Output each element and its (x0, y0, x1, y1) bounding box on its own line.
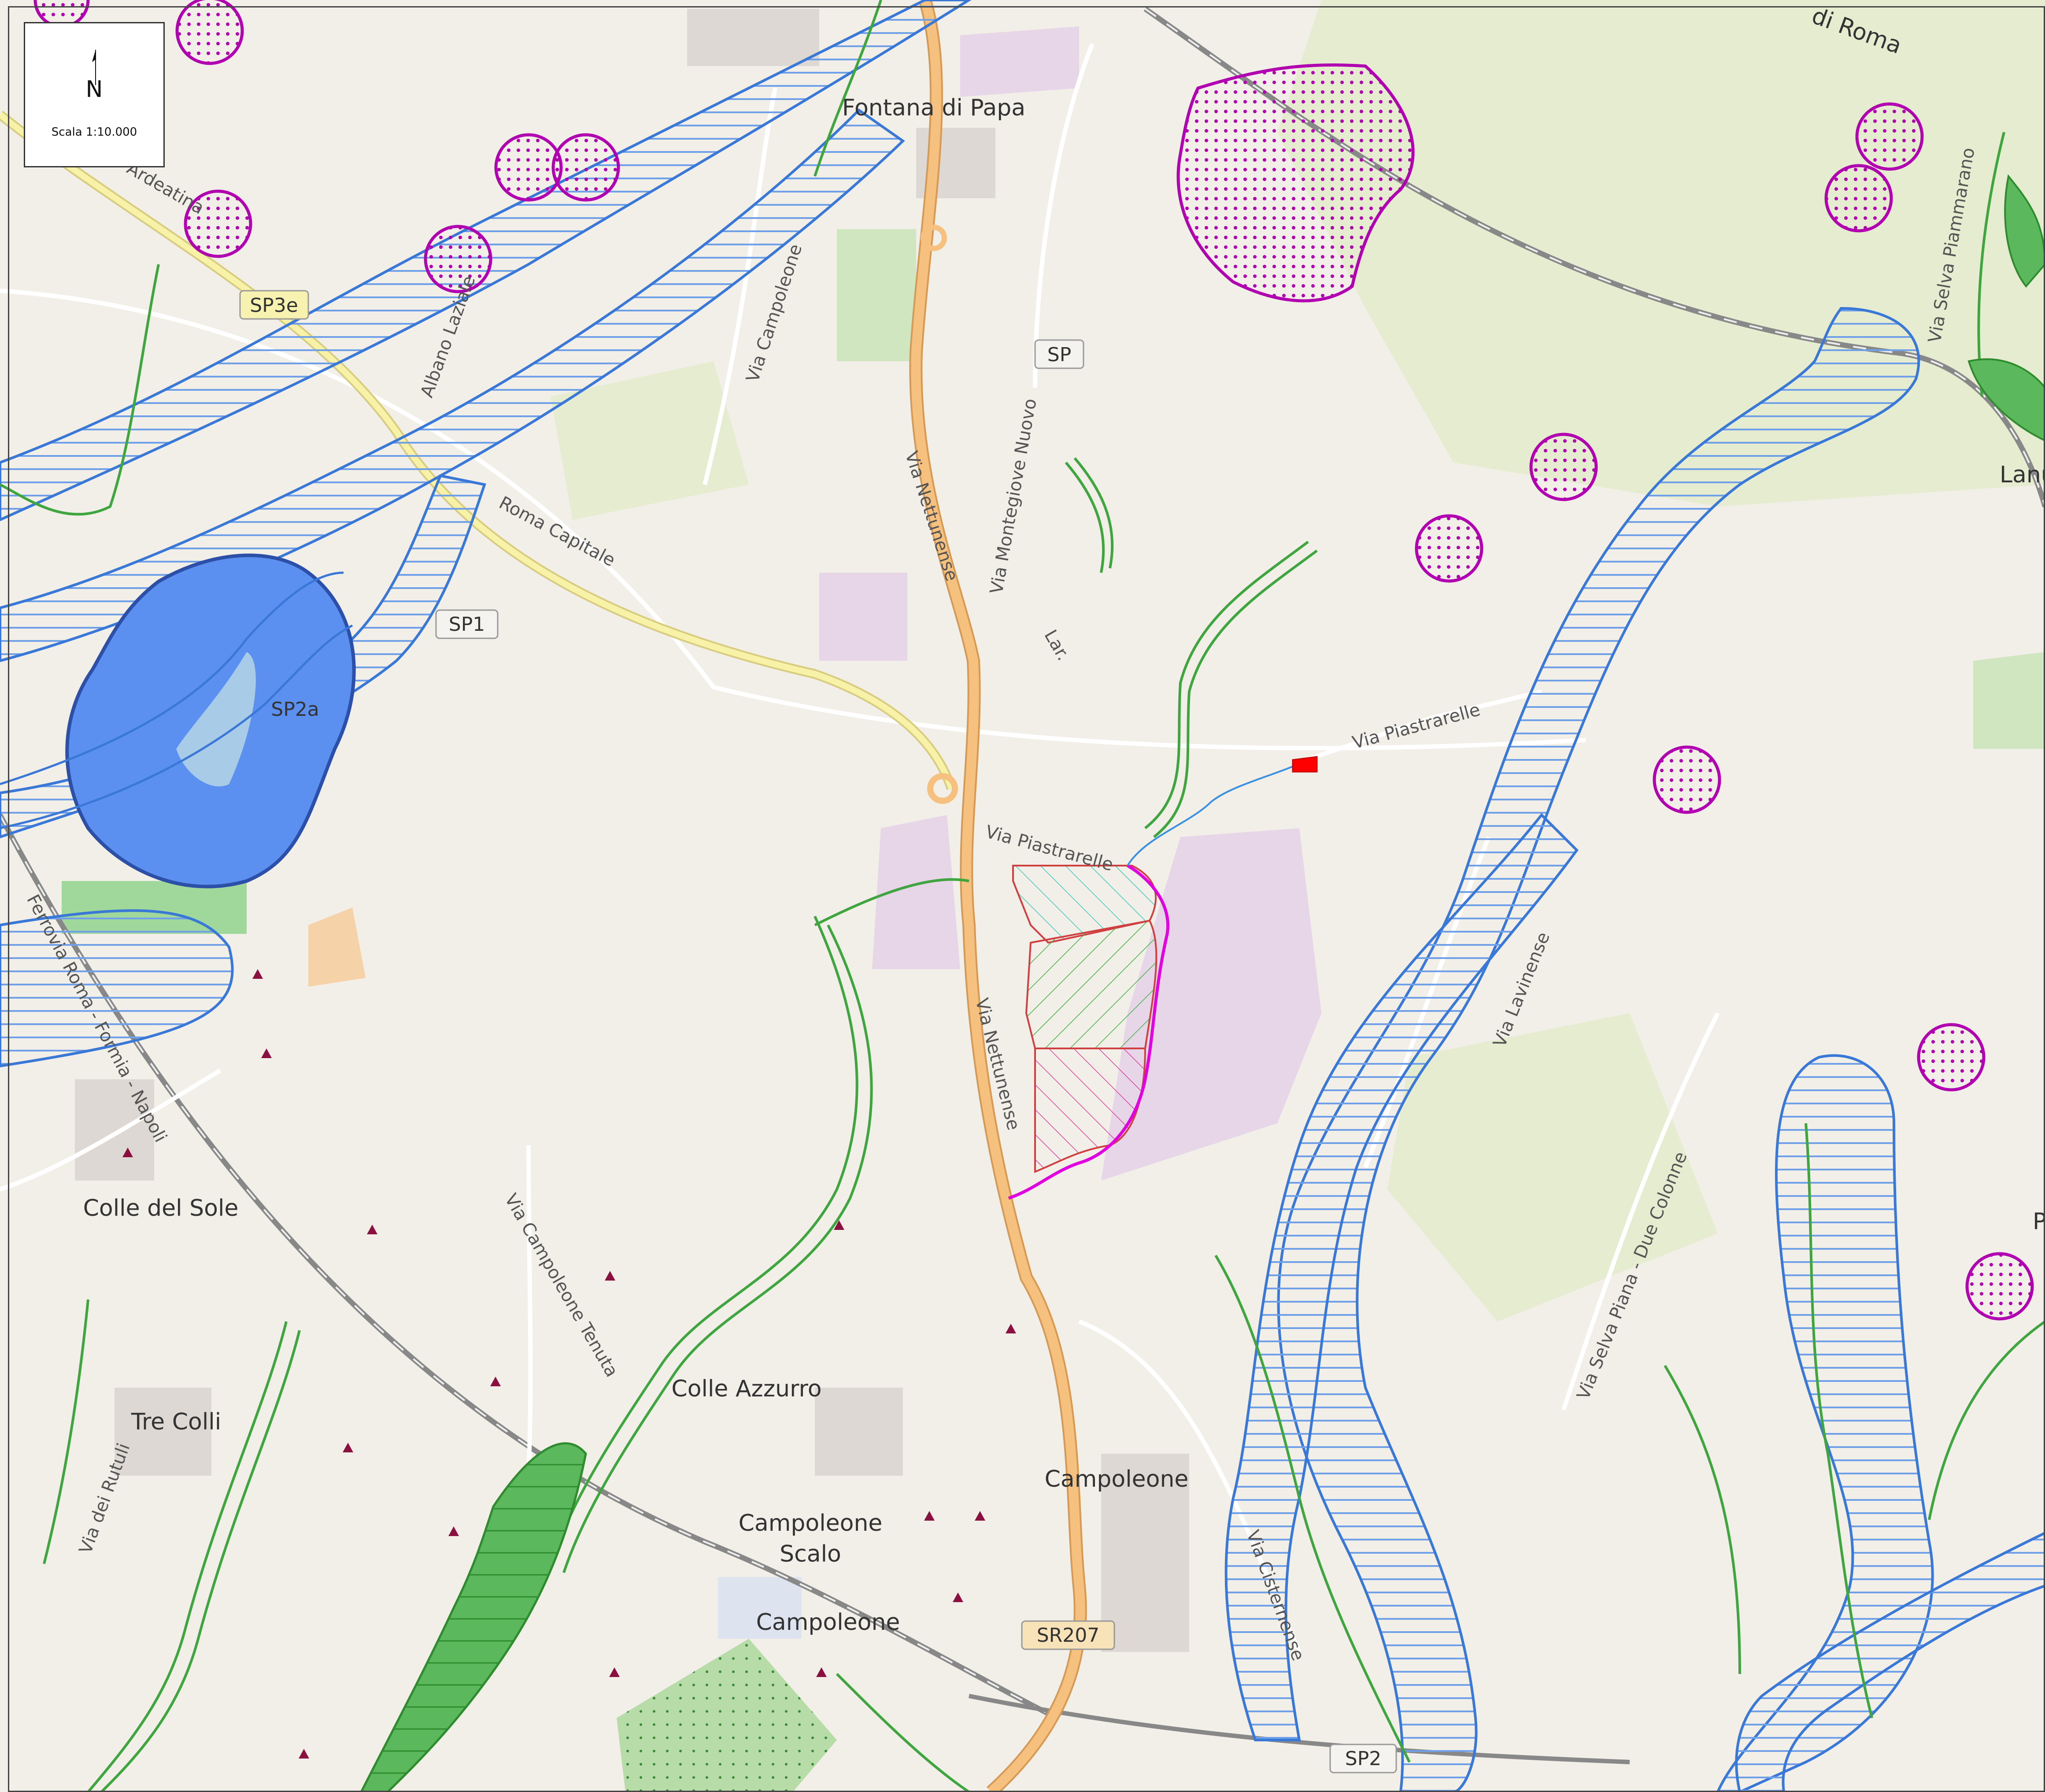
triangle-marker-icon (122, 969, 1016, 1759)
place-colle-del-sole: Colle del Sole (83, 1195, 239, 1222)
place-colle-azzurro: Colle Azzurro (671, 1376, 821, 1402)
north-label: N (85, 76, 103, 103)
secondary-road-sp3e (0, 111, 956, 790)
svg-text:SR207: SR207 (1037, 1624, 1099, 1647)
svg-text:SP2a: SP2a (271, 698, 319, 721)
place-tre-colli: Tre Colli (131, 1409, 221, 1435)
svg-text:SP: SP (1047, 344, 1071, 366)
shield-sp2: SP2 (1329, 1744, 1397, 1773)
lake-buffer (0, 553, 356, 889)
shield-sr207: SR207 (1021, 1620, 1115, 1650)
place-campoleone-scalo-2: Scalo (780, 1541, 841, 1567)
place-campoleone-scalo-1: Campoleone (739, 1510, 883, 1537)
water-buffer-corridors-east (1224, 307, 2045, 1792)
main-road-nettunense (909, 0, 1087, 1792)
place-campoleone-station: Campoleone (756, 1609, 900, 1636)
svg-text:SP3e: SP3e (250, 294, 298, 317)
svg-text:SP2: SP2 (1345, 1748, 1381, 1770)
place-fontana-di-papa: Fontana di Papa (842, 95, 1025, 121)
svg-text:SP1: SP1 (449, 613, 485, 636)
shield-sp-top: SP (1034, 339, 1084, 369)
project-site (1008, 756, 1318, 1200)
place-p-right: P (2033, 1208, 2045, 1235)
shield-sp3e: SP3e (239, 290, 309, 320)
road-shields: SP3e SP1 SP2a SP SR207 SP2 (239, 290, 1397, 1773)
shield-sp2a: SP2a (271, 698, 319, 721)
protected-green-corridor (360, 174, 2045, 1792)
shield-sp1: SP1 (435, 609, 499, 639)
scale-text: Scala 1:10.000 (51, 126, 137, 139)
north-arrow-icon (92, 50, 96, 85)
industrial-areas (75, 9, 1321, 1652)
scale-north-box: N Scala 1:10.000 (24, 22, 165, 167)
place-campoleone: Campoleone (1045, 1466, 1189, 1492)
protected-sites (33, 0, 2034, 1321)
place-lanuvio: Lanuvi (2000, 462, 2045, 488)
